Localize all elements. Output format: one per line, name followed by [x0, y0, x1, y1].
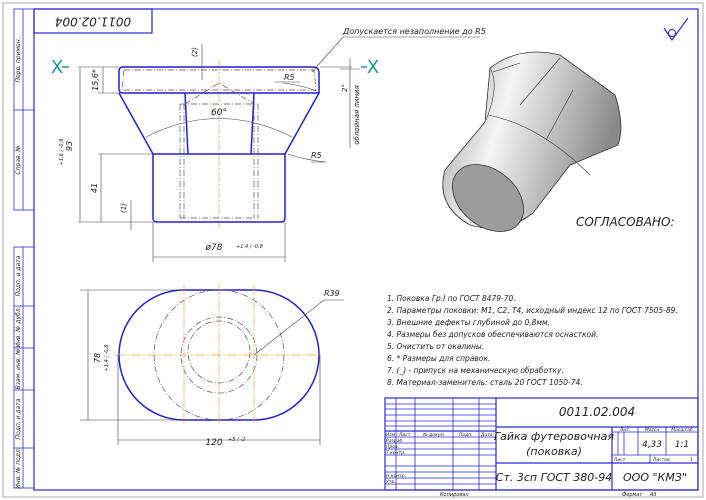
row-developer: Разраб.: [386, 438, 404, 444]
height-total-tolerance: +1,6 / -0,9: [59, 139, 65, 166]
mass-label: Масса: [645, 427, 660, 433]
col-list: Лист: [398, 432, 411, 438]
plan-view: R39 78 +1,4 / -0,8 120 +5 / -2: [80, 285, 344, 448]
flange-height-dimension: 15,6*: [91, 69, 100, 91]
bottom-allowance: (1): [120, 203, 128, 213]
draft-angle: 2°: [341, 84, 349, 92]
material: Ст. 3сп ГОСТ 380-94: [496, 471, 612, 484]
diameter-dimension: ø78: [205, 243, 223, 253]
sheets-label: Листов: [652, 457, 670, 463]
diameter-tolerance: +1,4 / -0,8: [236, 244, 263, 250]
copied-label: Копировал: [440, 492, 469, 498]
section-mark-right: X: [367, 57, 379, 78]
note-item: 5. Очистить от окалины.: [387, 342, 484, 351]
sheets-value: 1: [690, 457, 693, 463]
length-dimension: 120: [205, 438, 222, 448]
note-item: 7. (_) - припуск на механическую обработ…: [387, 366, 564, 375]
col-date: Дата: [480, 432, 493, 438]
note-item: 3. Внешние дефекты глубиной до 0,8мм.: [387, 318, 550, 327]
format-value: A3: [649, 492, 657, 498]
height-total-dimension: 93: [65, 141, 74, 151]
technical-notes: 1. Поковка Гр.I по ГОСТ 8479-70. 2. Пара…: [387, 294, 678, 387]
part-name-subtitle: (поковка): [526, 445, 582, 458]
front-view: 60° X X 93 +1,6 / -0,9 15,6* 41 (1) (2) …: [51, 27, 486, 262]
r5-bottom-label: R5: [311, 151, 322, 160]
rotated-drawing-number: 0011.02.004: [55, 15, 131, 29]
width-tolerance: +1,4 / -0,8: [104, 345, 110, 372]
strip-label: Инв. № дубл.: [15, 306, 22, 347]
angle-dimension: 60°: [211, 108, 227, 118]
agreed-label: СОГЛАСОВАНО:: [576, 215, 675, 229]
cylinder-height-dimension: 41: [90, 183, 99, 193]
title-block: 0011.02.004 Изм. Лист № докум. Подп. Дат…: [384, 397, 699, 498]
note-item: 6. * Размеры для справок.: [387, 354, 490, 363]
note-item: 1. Поковка Гр.I по ГОСТ 8479-70.: [387, 294, 516, 303]
fill-note: Допускается незаполнение до R5: [342, 27, 486, 36]
isometric-3d-view: СОГЛАСОВАНО:: [442, 51, 675, 232]
strip-label: Справ. №: [15, 145, 22, 174]
width-dimension: 78: [93, 353, 102, 363]
length-tolerance: +5 / -2: [228, 437, 245, 443]
designation: 0011.02.004: [559, 405, 635, 419]
strip-label: Подп. и дата: [15, 398, 22, 439]
row-approved: Утв.: [386, 479, 395, 485]
note-item: 4. Размеры без допусков обеспечиваются о…: [387, 330, 598, 339]
note-item: 8. Материал-заменитель: сталь 20 ГОСТ 10…: [387, 378, 583, 387]
strip-label: Подп. и дата: [15, 255, 22, 296]
strip-label: Перв. примен.: [15, 37, 22, 82]
row-checked: Пров.: [386, 444, 399, 450]
mass-value: 4,33: [642, 440, 662, 450]
col-doc: № докум.: [422, 432, 445, 438]
lit-label: Лит.: [619, 427, 630, 433]
row-tcontrol: Т.контр.: [386, 450, 406, 456]
strip-label: Инв. № подл.: [15, 447, 22, 488]
scale-value: 1:1: [675, 440, 689, 450]
format-label: Формат: [622, 492, 643, 498]
note-item: 2. Параметры поковки: М1, С2, Т4, исходн…: [387, 306, 678, 315]
col-sign: Подп.: [459, 432, 473, 438]
company: ООО "КМЗ": [623, 471, 687, 484]
r39-label: R39: [324, 289, 340, 298]
part-name: Гайка футеровочная: [494, 430, 614, 443]
strip-label: Взам. инв. №: [15, 349, 22, 390]
scale-label: Масштаб: [671, 427, 693, 433]
roughness-icon: [663, 17, 689, 42]
rotated-number-stamp: 0011.02.004: [33, 8, 153, 34]
col-izm: Изм.: [386, 432, 397, 438]
row-ncontrol: Н.контр.: [386, 473, 406, 479]
parting-line-label: облойная линия: [353, 85, 361, 145]
r5-top-label: R5: [284, 73, 295, 82]
section-mark-left: X: [51, 57, 63, 78]
top-allowance: (2): [191, 47, 199, 57]
sheet-label: Лист: [613, 457, 626, 463]
left-strip: Перв. примен. Справ. № Подп. и дата Инв.…: [13, 8, 35, 489]
